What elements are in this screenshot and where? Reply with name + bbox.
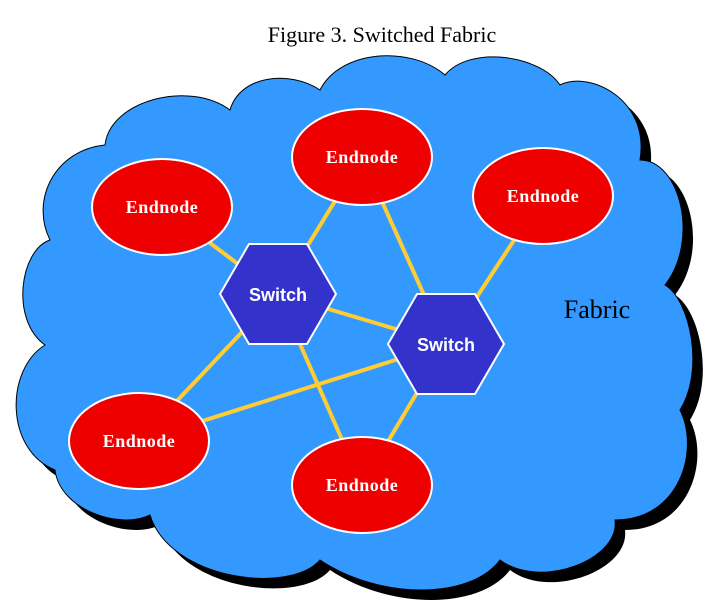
fabric-label: Fabric	[564, 295, 630, 324]
endnode-ellipse	[291, 108, 433, 206]
endnode-3: Endnode	[472, 147, 614, 245]
switch-label: Switch	[417, 335, 475, 355]
endnode-5: Endnode	[291, 436, 433, 534]
endnode-ellipse	[91, 158, 233, 256]
endnode-2: Endnode	[291, 108, 433, 206]
switch-label: Switch	[249, 285, 307, 305]
endnode-ellipse	[291, 436, 433, 534]
endnode-label: Endnode	[103, 431, 176, 451]
switch-2: Switch	[386, 293, 506, 395]
switch-hexagon	[218, 243, 338, 345]
switch-hexagon	[386, 293, 506, 395]
endnode-label: Endnode	[507, 186, 580, 206]
endnode-label: Endnode	[326, 147, 399, 167]
endnode-label: Endnode	[326, 475, 399, 495]
figure-title: Figure 3. Switched Fabric	[268, 22, 497, 47]
endnode-ellipse	[68, 392, 210, 490]
endnode-4: Endnode	[68, 392, 210, 490]
endnode-label: Endnode	[126, 197, 199, 217]
switch-1: Switch	[218, 243, 338, 345]
endnode-ellipse	[472, 147, 614, 245]
endnode-1: Endnode	[91, 158, 233, 256]
